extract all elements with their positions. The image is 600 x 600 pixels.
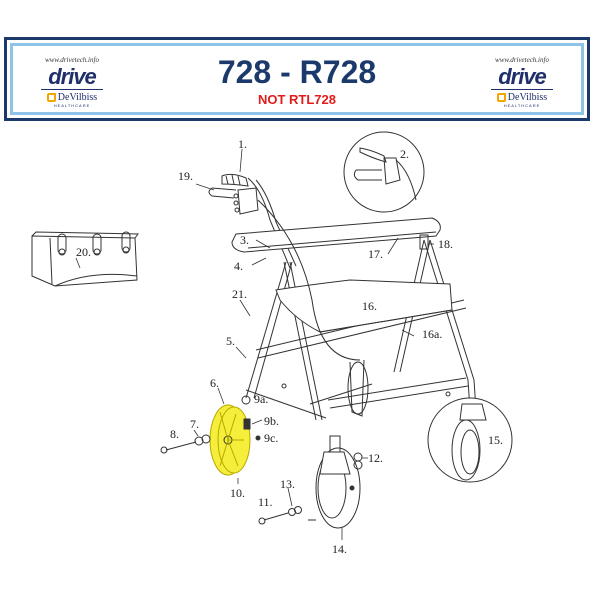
callout-3: 3. <box>240 233 249 247</box>
callout-2: 2. <box>400 147 409 161</box>
callout-5: 5. <box>226 334 235 348</box>
backrest-bracket-part <box>419 234 429 250</box>
devilbiss-logo: DeVilbiss <box>27 92 117 103</box>
front-caster-part <box>258 435 363 529</box>
callout-15: 15. <box>488 433 503 447</box>
callout-9c: 9c. <box>264 431 278 445</box>
callout-16: 16. <box>362 299 377 313</box>
callout-18: 18. <box>438 237 453 251</box>
backrest-part <box>231 217 441 253</box>
seat-part <box>275 279 453 333</box>
callout-1: 1. <box>238 137 247 151</box>
rear-wheel-part-highlighted <box>209 404 251 476</box>
drive-logo: drive <box>498 64 547 89</box>
callout-8: 8. <box>170 427 179 441</box>
logo-right: www.drivetech.info drive DeVilbiss HEALT… <box>477 56 567 108</box>
devilbiss-tagline: HEALTHCARE <box>503 103 541 108</box>
devilbiss-square-icon <box>496 93 506 102</box>
callout-17: 17. <box>368 247 383 261</box>
brake-detail-inset <box>343 131 425 213</box>
callout-9b: 9b. <box>264 414 279 428</box>
brake-mechanism <box>349 359 365 417</box>
rear-axle-hardware <box>160 395 261 454</box>
front-wheel-detail-inset <box>427 397 513 483</box>
callout-21: 21. <box>232 287 247 301</box>
callout-19: 19. <box>178 169 193 183</box>
callout-4: 4. <box>234 259 243 273</box>
callout-labels: 1. 2. 3. 4. 5. 6. 7. 8. 9a. 9b. 9c. 10. … <box>76 137 503 556</box>
callout-7: 7. <box>190 417 199 431</box>
callout-13: 13. <box>280 477 295 491</box>
drive-logo: drive <box>48 64 97 89</box>
callout-9a: 9a. <box>254 392 268 406</box>
logo-left: www.drivetech.info drive DeVilbiss HEALT… <box>27 56 117 108</box>
devilbiss-square-icon <box>46 93 56 102</box>
devilbiss-logo: DeVilbiss <box>477 92 567 103</box>
logo-divider <box>41 89 103 90</box>
callout-11: 11. <box>258 495 273 509</box>
rollator-parts-diagram: 1. 2. 3. 4. 5. 6. 7. 8. 9a. 9b. 9c. 10. … <box>31 131 513 556</box>
callout-10: 10. <box>230 486 245 500</box>
header-banner: www.drivetech.info drive DeVilbiss HEALT… <box>4 37 590 121</box>
logo-url: www.drivetech.info <box>45 56 99 64</box>
brake-cable <box>257 199 361 361</box>
callout-14: 14. <box>332 542 347 556</box>
logo-url: www.drivetech.info <box>495 56 549 64</box>
callout-6: 6. <box>210 376 219 390</box>
page-subtitle: NOT RTL728 <box>257 92 336 107</box>
devilbiss-tagline: HEALTHCARE <box>53 103 91 108</box>
callout-leader-lines <box>75 148 434 540</box>
devilbiss-name: DeVilbiss <box>507 92 548 103</box>
logo-divider <box>491 89 553 90</box>
header-banner-inner: www.drivetech.info drive DeVilbiss HEALT… <box>10 43 584 115</box>
callout-20: 20. <box>76 245 91 259</box>
basket-part <box>31 231 139 287</box>
devilbiss-name: DeVilbiss <box>57 92 98 103</box>
left-handle-part <box>208 173 297 269</box>
callout-16a: 16a. <box>422 327 442 341</box>
callout-12: 12. <box>368 451 383 465</box>
page-title: 728 - R728 <box>217 54 377 90</box>
